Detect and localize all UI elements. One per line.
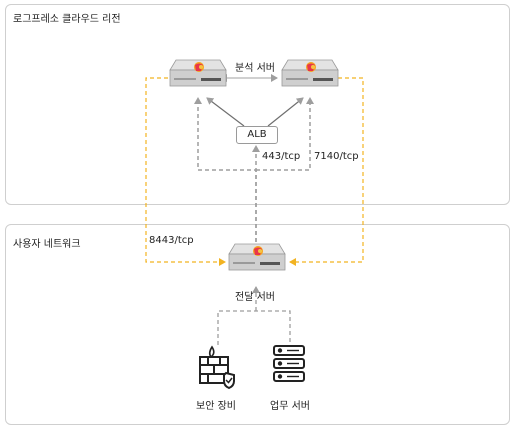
business-server-label: 업무 서버 — [270, 401, 310, 412]
analysis-servers-label: 분석 서버 — [235, 63, 275, 74]
security-equipment-label: 보안 장비 — [196, 401, 236, 412]
analysis-link-7140 — [194, 97, 257, 242]
analysis-link-7140-b — [256, 97, 314, 171]
analysis-server-a-icon — [169, 59, 227, 87]
alb-to-server-b — [267, 97, 304, 127]
user-network-region-title: 사용자 네트워크 — [13, 239, 81, 250]
relay-link-8443-right — [289, 77, 364, 266]
relay-server-label: 전달 서버 — [235, 292, 275, 303]
server-rack-icon — [273, 345, 305, 382]
cloud-region-title: 로그프레소 클라우드 리전 — [13, 14, 121, 25]
https-port-label: 443/tcp — [262, 151, 301, 162]
firewall-icon — [199, 345, 235, 390]
analysis-port-label: 7140/tcp — [314, 151, 359, 162]
relay-server-icon — [228, 243, 286, 271]
relay-link-8443-left — [145, 77, 226, 266]
alb-box: ALB — [236, 126, 278, 144]
source-to-relay — [217, 310, 291, 345]
analysis-server-b-icon — [281, 59, 339, 87]
cloud-region — [5, 4, 510, 205]
alb-to-server-a — [206, 97, 245, 127]
relay-port-label: 8443/tcp — [149, 235, 194, 246]
